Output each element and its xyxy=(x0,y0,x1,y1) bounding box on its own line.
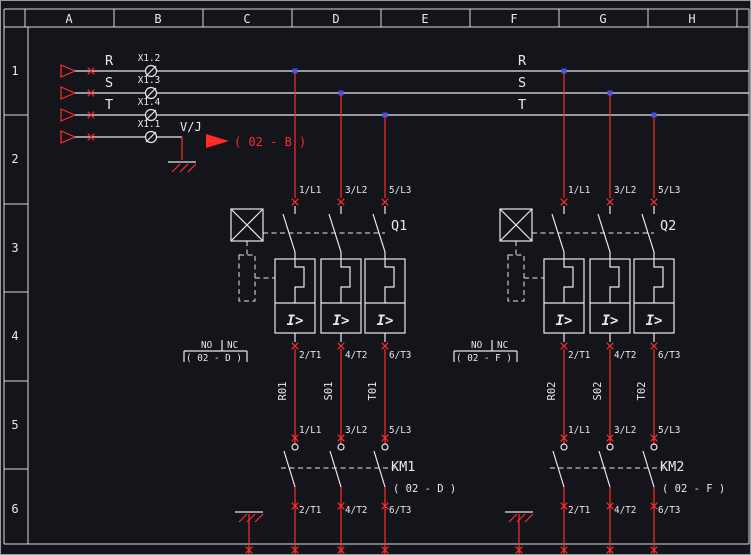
breaker-q1[interactable]: 1/L1 3/L2 5/L3 I> I> I> 2/T1 4/T2 6/T3 Q… xyxy=(230,71,411,361)
pin-label: 5/L3 xyxy=(658,425,680,436)
row-label: 1 xyxy=(11,64,18,78)
pin-label: 2/T1 xyxy=(568,505,590,516)
ground-symbol xyxy=(167,161,197,173)
terminal-symbol xyxy=(144,64,158,78)
drawing-frame: A B C D E F G H 1 2 3 4 5 6 xyxy=(3,8,750,545)
overload-symbol: I> xyxy=(287,313,304,329)
overload-symbol: I> xyxy=(646,313,663,329)
terminal-symbol xyxy=(144,130,158,144)
pin-label: 1/L1 xyxy=(568,425,590,436)
pin-label: 4/T2 xyxy=(614,505,636,516)
row-label: 3 xyxy=(11,241,18,255)
vj-branch[interactable]: X1.1 V/J ( 02 - B ) xyxy=(60,119,306,173)
overload-symbol: I> xyxy=(333,313,350,329)
pin-label: 6/T3 xyxy=(389,505,411,516)
aux-reference: ( 02 - F ) xyxy=(456,353,512,364)
phase-label-right: R xyxy=(518,53,527,69)
row-label: 2 xyxy=(11,152,18,166)
pin-label: 3/L2 xyxy=(345,185,367,196)
row-label: 6 xyxy=(11,502,18,516)
pin-label: 3/L2 xyxy=(345,425,367,436)
pin-label: 4/T2 xyxy=(614,350,636,361)
pin-label: 6/T3 xyxy=(658,350,680,361)
overload-symbol: I> xyxy=(377,313,394,329)
pin-label: 3/L2 xyxy=(614,425,636,436)
pin-label: 6/T3 xyxy=(658,505,680,516)
pin-label: 4/T2 xyxy=(345,350,367,361)
column-label: F xyxy=(510,12,517,26)
contactor-reference: ( 02 - F ) xyxy=(662,483,725,495)
feeder-arrow-icon xyxy=(60,64,77,78)
aux-no-label: NO xyxy=(471,340,483,351)
overload-symbol: I> xyxy=(602,313,619,329)
wire-label: R02 xyxy=(546,382,558,401)
contactor-km1[interactable]: 1/L1 3/L2 5/L3 2/T1 4/T2 6/T3 KM1 ( 02 -… xyxy=(281,425,456,554)
column-label: B xyxy=(154,12,161,26)
pin-label: 1/L1 xyxy=(299,425,321,436)
breaker-name: Q2 xyxy=(660,218,676,234)
neutral-label: V/J xyxy=(180,120,202,134)
phase-wires-q2-km2[interactable]: R02 S02 T02 xyxy=(546,349,655,444)
pin-label: 5/L3 xyxy=(389,425,411,436)
column-label: D xyxy=(332,12,339,26)
wire-label: S02 xyxy=(592,382,604,401)
phase-label-right: S xyxy=(518,75,526,91)
reference-arrow-icon xyxy=(206,134,229,148)
pin-label: 2/T1 xyxy=(299,350,321,361)
pin-label: 1/L1 xyxy=(568,185,590,196)
aux-nc-label: NC xyxy=(227,340,238,351)
feeder-arrow-icon xyxy=(60,108,77,122)
aux-reference: ( 02 - D ) xyxy=(186,353,242,364)
incoming-feeders[interactable]: R X1.2 S X1.3 T X1.4 R S T xyxy=(60,53,749,122)
pin-label: 2/T1 xyxy=(299,505,321,516)
wire-label: R01 xyxy=(277,382,289,401)
terminal-label: X1.4 xyxy=(138,97,161,108)
terminal-symbol xyxy=(144,86,158,100)
pin-label: 5/L3 xyxy=(389,185,411,196)
pin-label: 6/T3 xyxy=(389,350,411,361)
pin-label: 2/T1 xyxy=(568,350,590,361)
phase-label: R xyxy=(105,53,114,69)
breaker-q2[interactable]: 1/L1 3/L2 5/L3 I> I> I> 2/T1 4/T2 6/T3 Q… xyxy=(499,71,680,361)
pin-label: 4/T2 xyxy=(345,505,367,516)
contactor-name: KM2 xyxy=(660,459,684,475)
phase-label: T xyxy=(105,97,113,113)
contactor-km2[interactable]: 1/L1 3/L2 5/L3 2/T1 4/T2 6/T3 KM2 ( 02 -… xyxy=(550,425,725,554)
row-label: 5 xyxy=(11,418,18,432)
phase-wires-q1-km1[interactable]: R01 S01 T01 xyxy=(277,349,386,444)
aux-contact-ref-q2: NO NC ( 02 - F ) xyxy=(453,340,518,364)
pin-label: 3/L2 xyxy=(614,185,636,196)
terminal-symbol xyxy=(144,108,158,122)
overload-symbol: I> xyxy=(556,313,573,329)
terminal-label: X1.2 xyxy=(138,53,160,64)
pin-label: 5/L3 xyxy=(658,185,680,196)
phase-label: S xyxy=(105,75,113,91)
wire-label: S01 xyxy=(323,382,335,401)
breaker-name: Q1 xyxy=(391,218,407,234)
column-label: G xyxy=(599,12,606,26)
feeder-arrow-icon xyxy=(60,130,77,144)
terminal-label: X1.1 xyxy=(138,119,160,130)
column-label: C xyxy=(243,12,250,26)
aux-no-label: NO xyxy=(201,340,213,351)
feeder-arrow-icon xyxy=(60,86,77,100)
wire-label: T01 xyxy=(367,382,379,401)
column-label: E xyxy=(421,12,428,26)
row-label: 4 xyxy=(11,329,18,343)
pe-ground-left[interactable] xyxy=(234,511,264,554)
wire-label: T02 xyxy=(636,382,648,401)
aux-nc-label: NC xyxy=(497,340,508,351)
pin-label: 1/L1 xyxy=(299,185,321,196)
column-label: H xyxy=(688,12,695,26)
pe-ground-right[interactable] xyxy=(504,511,534,554)
terminal-label: X1.3 xyxy=(138,75,160,86)
phase-label-right: T xyxy=(518,97,526,113)
contactor-name: KM1 xyxy=(391,459,415,475)
column-label: A xyxy=(65,12,73,26)
aux-contact-ref-q1: NO NC ( 02 - D ) xyxy=(183,340,248,364)
contactor-reference: ( 02 - D ) xyxy=(393,483,456,495)
sheet-reference: ( 02 - B ) xyxy=(234,135,306,149)
